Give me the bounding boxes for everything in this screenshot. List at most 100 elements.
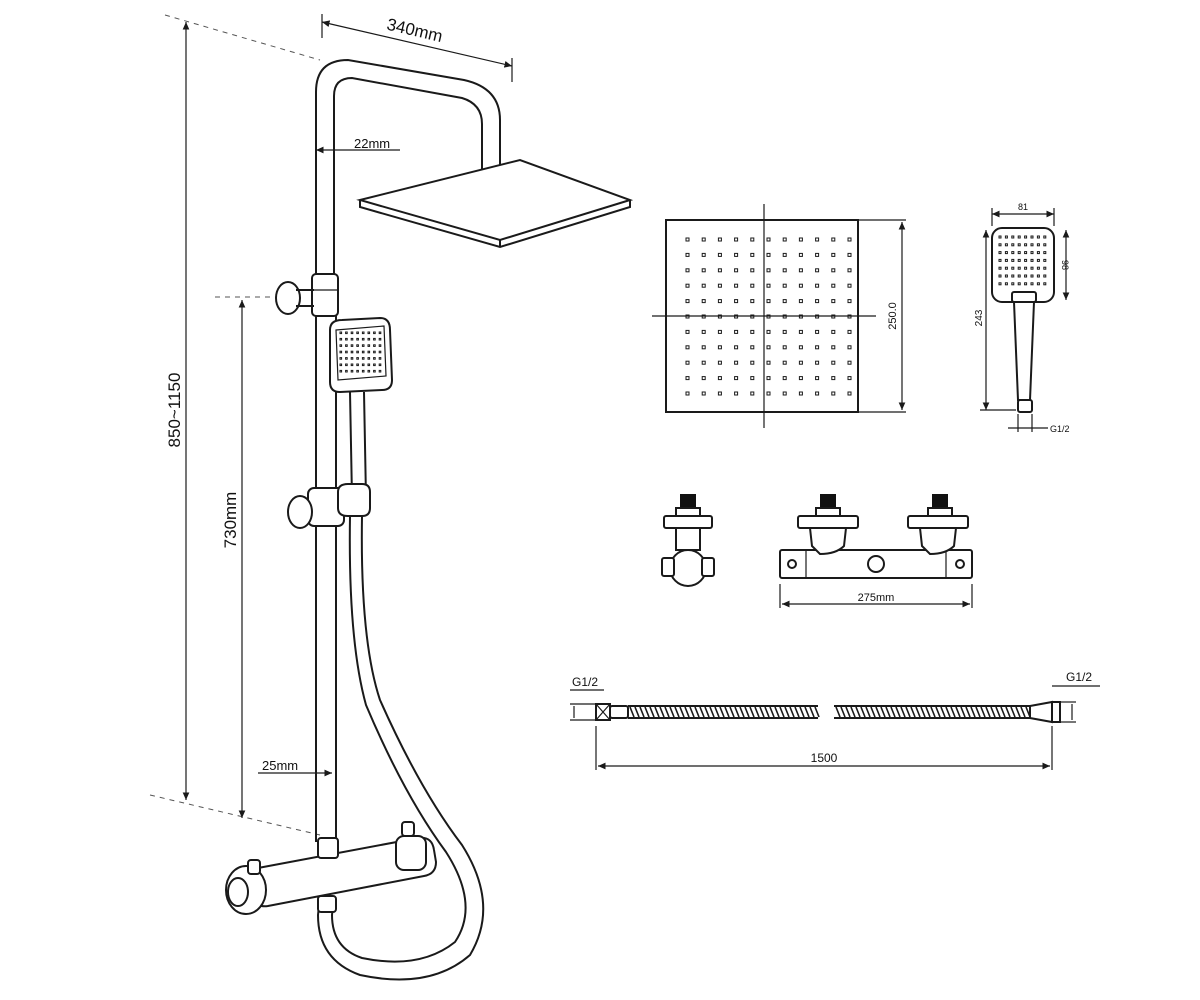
hose-coil <box>629 706 635 718</box>
handheld-detail-handle <box>1013 301 1035 401</box>
handheld-detail-nozzle <box>1011 266 1015 270</box>
rain-head-nozzle <box>750 314 755 319</box>
handheld-mounted-nozzle <box>361 350 365 354</box>
handheld-detail-nozzle <box>1004 251 1008 255</box>
hose-coil <box>689 706 695 718</box>
handheld-width-label: 81 <box>1018 202 1028 212</box>
handheld-mounted-nozzle <box>373 350 376 354</box>
rain-head-nozzle <box>831 329 836 334</box>
handheld-mounted-nozzle <box>339 331 343 335</box>
rain-head-nozzle <box>798 299 803 304</box>
shower-column-assembly: 340mm 22mm 850~1150 730mm 25mm <box>149 14 634 981</box>
hose-coil <box>674 706 680 718</box>
rain-head-nozzle <box>685 376 690 381</box>
rain-head-nozzle <box>782 376 787 381</box>
handheld-detail-nozzle <box>1017 266 1021 270</box>
rain-head-nozzle <box>685 237 690 242</box>
rain-head-nozzle <box>750 237 755 242</box>
left-inlet-nut <box>808 527 848 556</box>
hose-coil <box>1020 706 1026 718</box>
handheld-mounted-nozzle <box>378 337 382 341</box>
side-valve-outlet-right <box>701 557 715 577</box>
rain-head-nozzle <box>815 376 820 381</box>
rain-head-nozzle <box>734 376 739 381</box>
rain-head-nozzle <box>717 252 722 257</box>
hose-coil <box>990 706 996 718</box>
handheld-mounted-face <box>335 325 387 381</box>
hose-left-coils <box>629 706 820 718</box>
rain-head-nozzle <box>782 252 787 257</box>
hose-right-nut <box>1051 701 1061 723</box>
hose-coil <box>699 706 705 718</box>
rain-head-nozzle <box>798 376 803 381</box>
rain-head-nozzle <box>815 252 820 257</box>
handheld-mounted-nozzle <box>350 363 354 367</box>
handheld-mounted-nozzle <box>356 331 359 335</box>
mixer-front-center-outlet <box>867 555 885 573</box>
rain-head-nozzle <box>734 329 739 334</box>
handheld-mounted-nozzle <box>350 344 354 347</box>
rain-head-nozzle <box>782 345 787 350</box>
handheld-detail-handle-top <box>1011 291 1037 303</box>
rain-head-nozzle <box>701 345 706 350</box>
rain-head-nozzles <box>685 237 852 396</box>
total-height-label: 850~1150 <box>165 373 184 448</box>
rain-head-nozzle <box>734 314 739 319</box>
rain-head-nozzle <box>750 376 755 381</box>
handheld-detail-nozzle <box>1030 251 1034 255</box>
handheld-mounted-nozzle <box>339 357 343 360</box>
handheld-detail-nozzle <box>1043 282 1047 286</box>
handheld-detail-nozzle <box>1004 243 1008 247</box>
handheld-mounted-nozzle <box>356 337 359 341</box>
rain-head-nozzle <box>701 391 706 396</box>
hose-coil <box>659 706 665 718</box>
handheld-mounted-nozzle <box>339 344 343 347</box>
handheld-mounted-nozzles <box>339 331 382 373</box>
rain-head-nozzle <box>685 299 690 304</box>
upper-riser-pipe-inner <box>333 76 483 278</box>
rain-head-nozzle <box>685 360 690 365</box>
handheld-mounted-nozzle <box>373 369 376 373</box>
handheld-detail-nozzle <box>1017 251 1021 255</box>
hose-length-label: 1500 <box>811 751 838 765</box>
rain-head-nozzle <box>766 329 771 334</box>
hose-coil <box>965 706 971 718</box>
rain-head-nozzle <box>685 329 690 334</box>
handheld-mounted-nozzle <box>350 357 354 360</box>
handheld-mounted-nozzle <box>356 350 359 354</box>
rain-head-nozzle <box>782 314 787 319</box>
handheld-detail-nozzle <box>1036 258 1040 262</box>
shower-hose-detail: G1/2 G1/2 1500 <box>570 670 1100 770</box>
upper-riser-pipe <box>315 58 501 278</box>
hose-coil <box>910 706 916 718</box>
rain-head-nozzle <box>831 314 836 319</box>
handheld-detail-nozzle <box>1030 274 1034 278</box>
hose-coil <box>769 706 775 718</box>
handheld-detail-nozzle <box>1024 282 1028 286</box>
right-inlet-seat-black <box>932 494 948 510</box>
rain-head-nozzle <box>717 391 722 396</box>
rain-head-nozzle <box>782 329 787 334</box>
rain-head-nozzle <box>831 252 836 257</box>
rain-head-nozzle <box>831 345 836 350</box>
handheld-detail-nozzle <box>1036 274 1040 278</box>
handheld-detail-nozzle <box>1024 274 1028 278</box>
handheld-detail-nozzle <box>1030 282 1034 286</box>
hose-coil <box>754 706 760 718</box>
hose-left-nut-cross <box>595 703 611 721</box>
handheld-detail-nozzle <box>1011 235 1015 239</box>
handheld-detail-nozzle <box>1011 274 1015 278</box>
handheld-mounted-nozzle <box>339 350 343 354</box>
handheld-detail-nozzle <box>1030 258 1034 262</box>
handheld-detail-nozzle <box>1011 243 1015 247</box>
side-valve-seat-black <box>680 494 696 510</box>
lower-pipe-diameter-label: 25mm <box>262 758 298 773</box>
rain-head-nozzle <box>798 314 803 319</box>
flow-handle <box>395 835 427 871</box>
left-inlet-seat-black <box>820 494 836 510</box>
hose-coil <box>779 706 785 718</box>
rain-head-nozzle <box>847 376 852 381</box>
rain-head-nozzle <box>734 237 739 242</box>
rain-head-nozzle <box>815 360 820 365</box>
handheld-detail-nozzle <box>1004 258 1008 262</box>
